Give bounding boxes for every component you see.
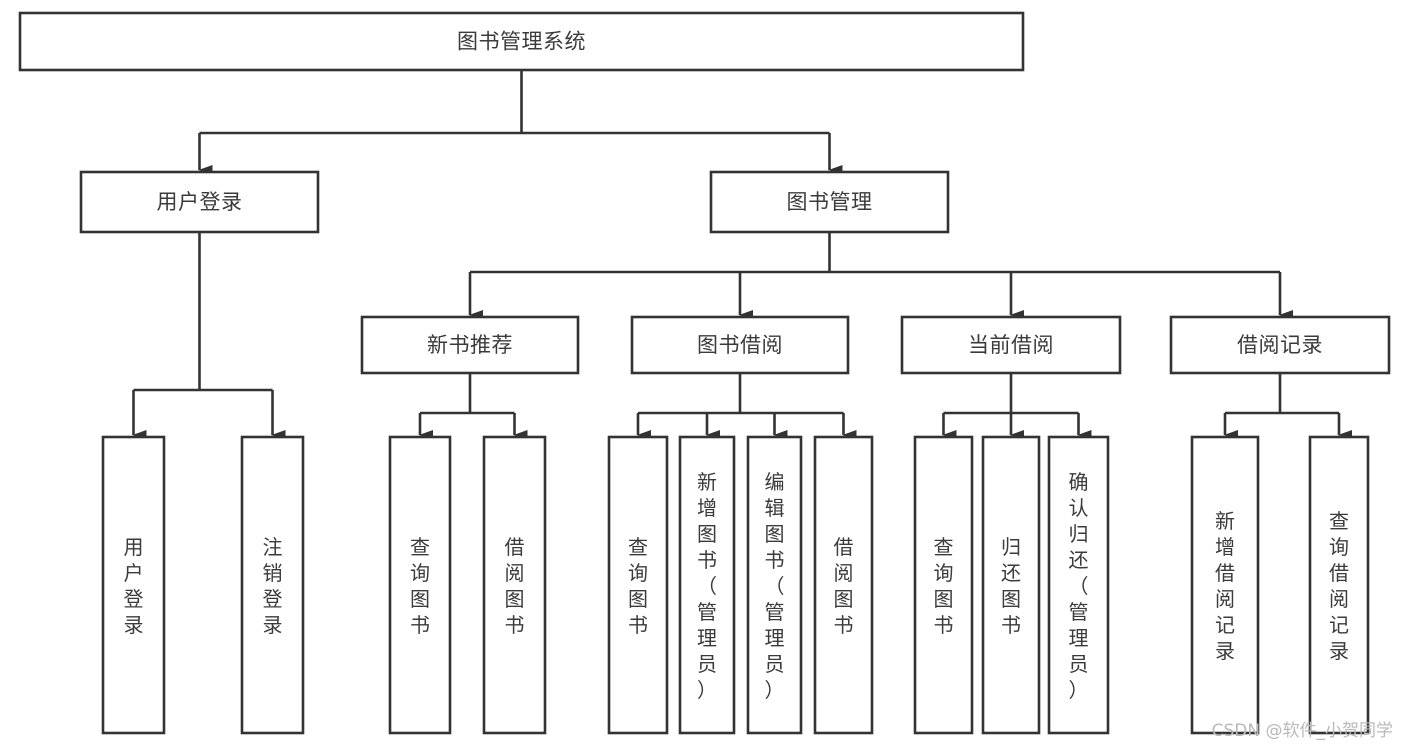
- node-leaf-return-book-box[interactable]: [981, 435, 1041, 735]
- node-leaf-edit-book-box[interactable]: [746, 435, 803, 735]
- node-book-manage-label: 图书管理: [787, 190, 873, 214]
- node-leaf-query-book-1-label: 查询图书: [410, 535, 430, 637]
- node-leaf-add-book-box[interactable]: [678, 435, 736, 735]
- node-borrow-record-label: 借阅记录: [1237, 333, 1323, 357]
- node-leaf-confirm-return-label: 确认归还（管理员）: [1069, 470, 1089, 702]
- node-leaf-query-book-2[interactable]: 查询图书: [607, 435, 669, 735]
- node-leaf-add-record[interactable]: 新增借阅记录: [1190, 435, 1260, 735]
- node-user-login-box[interactable]: [79, 170, 320, 234]
- node-current-borrow-box[interactable]: [900, 315, 1122, 375]
- node-leaf-add-record-label: 新增借阅记录: [1215, 509, 1235, 663]
- node-leaf-query-record[interactable]: 查询借阅记录: [1308, 435, 1370, 735]
- node-new-book-rec-box[interactable]: [360, 315, 580, 375]
- node-leaf-borrow-book-2-box[interactable]: [813, 435, 874, 735]
- node-leaf-query-book-2-box[interactable]: [607, 435, 669, 735]
- node-new-book-rec[interactable]: 新书推荐: [360, 315, 580, 375]
- node-leaf-add-book[interactable]: 新增图书（管理员）: [678, 435, 736, 735]
- node-book-manage[interactable]: 图书管理: [709, 170, 950, 234]
- node-root-system-box[interactable]: [18, 11, 1025, 72]
- node-leaf-borrow-book-2-label: 借阅图书: [834, 535, 854, 637]
- node-root-system[interactable]: 图书管理系统: [18, 11, 1025, 72]
- node-leaf-edit-book-label: 编辑图书（管理员）: [765, 470, 785, 702]
- node-user-login[interactable]: 用户登录: [79, 170, 320, 234]
- node-book-manage-box[interactable]: [709, 170, 950, 234]
- node-leaf-user-login[interactable]: 用户登录: [101, 435, 166, 735]
- node-current-borrow-label: 当前借阅: [968, 333, 1054, 357]
- node-leaf-borrow-book-1-box[interactable]: [482, 435, 547, 735]
- node-leaf-confirm-return-box[interactable]: [1047, 435, 1110, 735]
- node-leaf-borrow-book-1-label: 借阅图书: [505, 535, 525, 637]
- node-leaf-query-book-1-box[interactable]: [388, 435, 452, 735]
- node-new-book-rec-label: 新书推荐: [427, 333, 513, 357]
- csdn-watermark: CSDN @软件_小贺同学: [1211, 721, 1393, 741]
- node-root-system-label: 图书管理系统: [457, 30, 586, 54]
- node-book-borrow[interactable]: 图书借阅: [630, 315, 850, 375]
- node-leaf-confirm-return[interactable]: 确认归还（管理员）: [1047, 435, 1110, 735]
- node-leaf-borrow-book-1[interactable]: 借阅图书: [482, 435, 547, 735]
- node-leaf-return-book-label: 归还图书: [1001, 535, 1021, 637]
- node-leaf-logout-label: 注销登录: [263, 535, 283, 637]
- node-leaf-query-book-3[interactable]: 查询图书: [913, 435, 974, 735]
- node-leaf-add-book-label: 新增图书（管理员）: [697, 470, 717, 702]
- node-leaf-edit-book[interactable]: 编辑图书（管理员）: [746, 435, 803, 735]
- node-leaf-return-book[interactable]: 归还图书: [981, 435, 1041, 735]
- nodes-layer: 图书管理系统用户登录图书管理新书推荐图书借阅当前借阅借阅记录用户登录注销登录查询…: [18, 11, 1391, 735]
- node-leaf-query-book-3-label: 查询图书: [934, 535, 954, 637]
- node-leaf-logout[interactable]: 注销登录: [240, 435, 305, 735]
- node-leaf-logout-box[interactable]: [240, 435, 305, 735]
- node-leaf-borrow-book-2[interactable]: 借阅图书: [813, 435, 874, 735]
- node-borrow-record[interactable]: 借阅记录: [1169, 315, 1391, 375]
- node-leaf-user-login-label: 用户登录: [124, 535, 144, 637]
- node-leaf-query-book-3-box[interactable]: [913, 435, 974, 735]
- node-leaf-query-book-1[interactable]: 查询图书: [388, 435, 452, 735]
- node-borrow-record-box[interactable]: [1169, 315, 1391, 375]
- node-book-borrow-label: 图书借阅: [697, 333, 783, 357]
- edges-layer: [132, 70, 1352, 440]
- node-current-borrow[interactable]: 当前借阅: [900, 315, 1122, 375]
- node-book-borrow-box[interactable]: [630, 315, 850, 375]
- node-leaf-add-record-box[interactable]: [1190, 435, 1260, 735]
- node-leaf-query-book-2-label: 查询图书: [628, 535, 648, 637]
- node-leaf-query-record-box[interactable]: [1308, 435, 1370, 735]
- node-user-login-label: 用户登录: [157, 190, 243, 214]
- node-leaf-user-login-box[interactable]: [101, 435, 166, 735]
- node-leaf-query-record-label: 查询借阅记录: [1329, 509, 1349, 663]
